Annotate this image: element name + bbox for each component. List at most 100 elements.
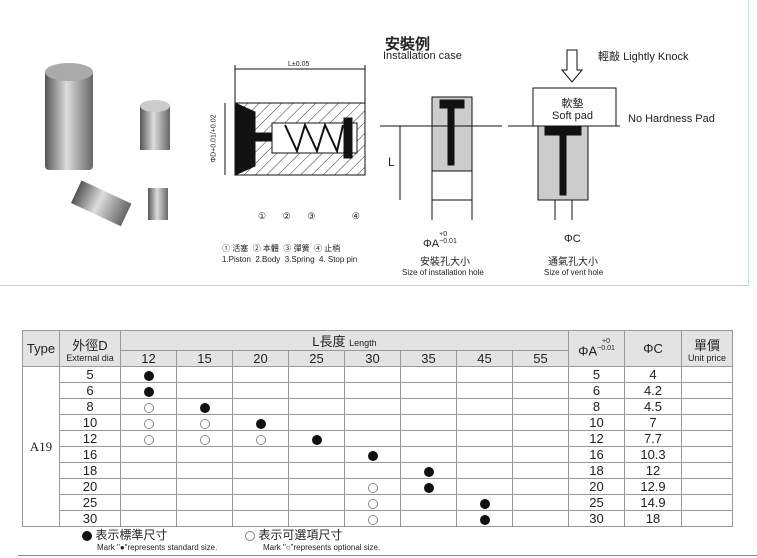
mark-cell [400,382,457,399]
mark-cell [288,430,345,447]
mark-cell [176,366,233,383]
mark-cell [176,478,233,495]
optional-mark-icon [199,434,210,445]
a-cell: 8 [568,398,625,415]
parts-en: 1.Piston 2.Body 3.Spring 4. Stop pin [222,255,358,264]
no-hardness-pad: No Hardness Pad [628,113,715,125]
mark-cell [120,414,177,431]
install-title-cn: 安裝例 [385,36,431,53]
mark-cell [288,462,345,479]
mark-cell [120,510,177,527]
mark-cell [232,398,289,415]
length-col: 35 [400,350,457,367]
a-cell: 6 [568,382,625,399]
a-cell: 18 [568,462,625,479]
standard-mark-icon [143,370,154,381]
mark-cell [288,478,345,495]
open-dot-icon [245,530,255,541]
c-cell: 12 [624,462,682,479]
mark-cell [512,414,569,431]
hole-c-label: ΦC [564,233,581,245]
mark-cell [456,446,513,463]
standard-mark-icon [199,402,210,413]
hole-a-cn: 安裝孔大小 [420,257,470,268]
mark-cell [344,430,401,447]
optional-mark-icon [367,514,378,525]
mark-cell [344,398,401,415]
price-cell [681,430,733,447]
mark-cell [176,414,233,431]
a-cell: 12 [568,430,625,447]
a-cell: 30 [568,510,625,527]
c-cell: 12.9 [624,478,682,495]
length-col: 30 [344,350,401,367]
mark-cell [512,430,569,447]
mark-cell [288,414,345,431]
d-cell: 25 [59,494,121,511]
optional-mark-icon [367,482,378,493]
product-photo [45,63,170,227]
standard-mark-icon [143,386,154,397]
length-col: 45 [456,350,513,367]
optional-mark-icon [143,418,154,429]
d-cell: 16 [59,446,121,463]
standard-mark-icon [423,482,434,493]
divider [18,555,757,556]
product-photos-and-diagrams [45,49,620,227]
mark-cell [232,382,289,399]
knock-label: 輕敲 Lightly Knock [598,48,689,64]
a-cell: 25 [568,494,625,511]
mark-cell [512,494,569,511]
d-cell: 12 [59,430,121,447]
mark-cell [344,478,401,495]
mark-cell [400,366,457,383]
mark-cell [512,366,569,383]
standard-mark-icon [311,434,322,445]
d-cell: 18 [59,462,121,479]
a-cell: 16 [568,446,625,463]
filled-dot-icon [82,530,92,541]
price-cell [681,494,733,511]
mark-cell [456,382,513,399]
mark-cell [232,446,289,463]
mark-cell [456,430,513,447]
length-col: 12 [120,350,177,367]
price-cell [681,462,733,479]
d-cell: 8 [59,398,121,415]
mark-cell [344,446,401,463]
mark-cell [512,446,569,463]
mark-cell [232,462,289,479]
mark-cell [232,366,289,383]
optional-mark-icon [143,434,154,445]
a-cell: 5 [568,366,625,383]
optional-mark-icon [143,402,154,413]
c-cell: 7.7 [624,430,682,447]
knock-en: Lightly Knock [623,51,689,63]
mark-cell [176,462,233,479]
c-cell: 4.2 [624,382,682,399]
mark-cell [176,398,233,415]
mark-cell [400,446,457,463]
mark-cell [512,510,569,527]
mark-cell [120,462,177,479]
mark-cell [176,430,233,447]
mark-cell [344,494,401,511]
header-type: Type [22,330,60,367]
d-cell: 20 [59,478,121,495]
mark-cell [344,366,401,383]
price-cell [681,510,733,527]
mark-cell [288,398,345,415]
mark-cell [176,494,233,511]
mark-cell [176,510,233,527]
price-cell [681,366,733,383]
part-numbers: ① ② ③ ④ [258,211,360,221]
